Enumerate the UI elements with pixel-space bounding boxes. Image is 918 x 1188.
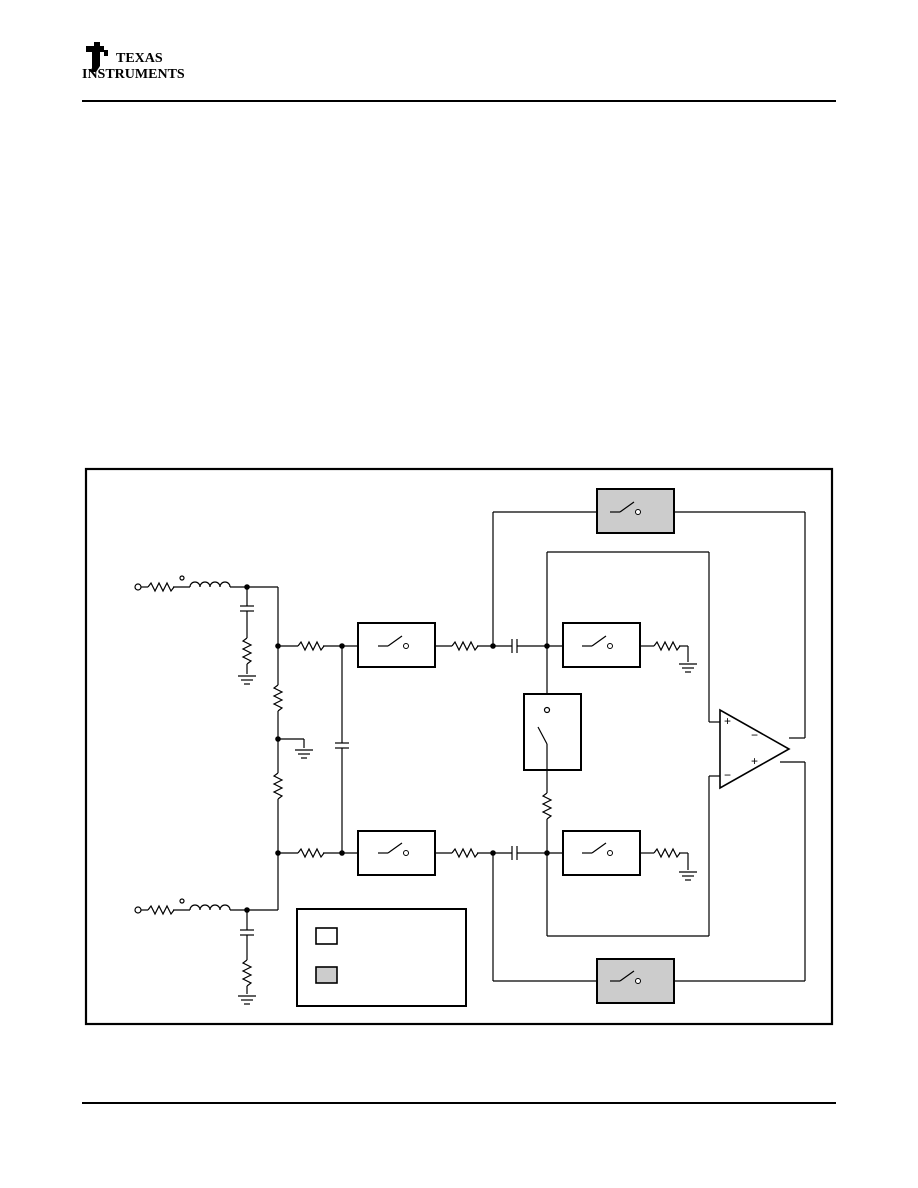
logo-line1: TEXAS xyxy=(116,51,163,66)
logo-line2: INSTRUMENTS xyxy=(82,67,185,80)
legend-swatch-shaded xyxy=(315,966,338,984)
ti-state-logo-icon xyxy=(86,42,108,72)
header-rule xyxy=(82,100,836,102)
footer-rule xyxy=(82,1102,836,1104)
switch-box-bottom-right xyxy=(562,830,641,876)
switch-box-top-left xyxy=(357,622,436,668)
opamp-plus-out: + xyxy=(751,754,758,768)
diagram-frame xyxy=(84,467,834,1026)
inductor-top xyxy=(189,581,231,588)
switch-box-shaded-bottom xyxy=(596,958,675,1004)
opamp-plus-top: + xyxy=(724,714,731,728)
legend-swatch-plain xyxy=(315,927,338,945)
op-amp xyxy=(719,708,791,790)
opamp-minus-bottom: − xyxy=(724,768,731,782)
legend-box xyxy=(296,908,467,1007)
opamp-minus-top: − xyxy=(751,728,758,742)
switch-box-top-right xyxy=(562,622,641,668)
switch-box-bottom-left xyxy=(357,830,436,876)
inductor-bottom xyxy=(189,904,231,911)
ti-logo: TEXAS INSTRUMENTS xyxy=(82,40,202,82)
switch-box-middle xyxy=(523,693,582,771)
